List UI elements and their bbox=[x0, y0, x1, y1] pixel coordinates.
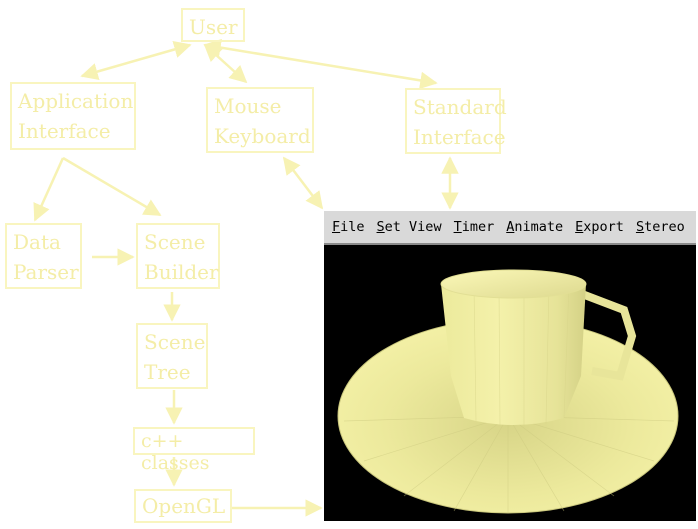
menu-file[interactable]: File bbox=[332, 219, 365, 235]
arrow-user-to-application bbox=[80, 40, 192, 81]
node-opengl: OpenGL bbox=[134, 489, 232, 523]
menu-bar: File Set View Timer Animate Export Stere… bbox=[324, 211, 696, 245]
menu-set-view[interactable]: Set View bbox=[376, 219, 442, 235]
node-data-parser: Data Parser bbox=[5, 223, 82, 289]
node-scene-tree: Scene Tree bbox=[136, 323, 208, 389]
arrow-application-to-data-parser bbox=[33, 157, 65, 222]
node-application-interface: Application Interface bbox=[10, 82, 136, 150]
app-window: File Set View Timer Animate Export Stere… bbox=[324, 211, 696, 521]
node-cpp-classes: c++ classes bbox=[133, 427, 255, 474]
menu-stereo[interactable]: Stereo bbox=[635, 219, 685, 235]
arrow-application-to-scene-builder bbox=[62, 156, 162, 217]
node-scene-builder: Scene Builder bbox=[136, 223, 220, 289]
arrow-mouse-keyboard-to-window bbox=[282, 156, 324, 210]
node-user: User bbox=[181, 8, 245, 42]
node-standard-interface: Standard Interface bbox=[405, 88, 507, 154]
node-mouse-keyboard: Mouse Keyboard bbox=[206, 87, 314, 153]
cup-and-saucer-model bbox=[337, 269, 679, 514]
menu-timer[interactable]: Timer bbox=[453, 219, 495, 235]
arrow-user-to-standard-interface bbox=[203, 38, 438, 90]
menu-export[interactable]: Export bbox=[575, 219, 624, 235]
opengl-viewport[interactable] bbox=[324, 246, 696, 521]
menu-animate[interactable]: Animate bbox=[506, 219, 564, 235]
